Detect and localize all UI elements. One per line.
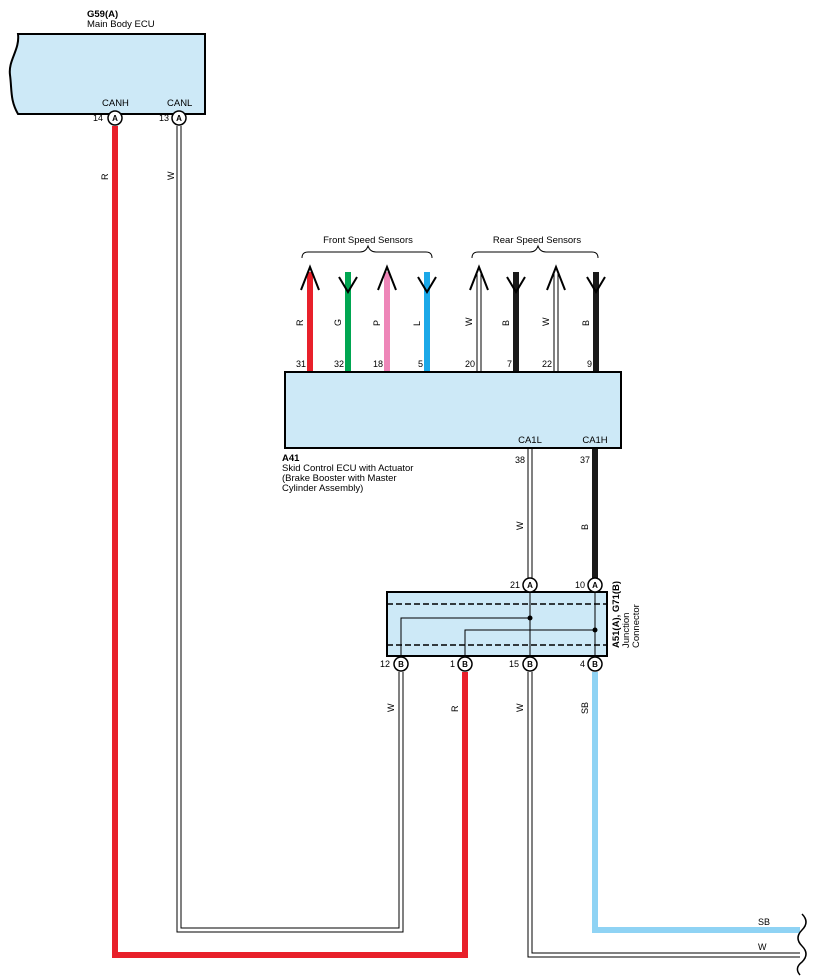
sensor-pin-number: 7 bbox=[507, 359, 512, 369]
sensor-wire-rr-minus: B9RR− bbox=[581, 272, 606, 387]
skid-control-ecu: A41 Skid Control ECU with Actuator (Brak… bbox=[282, 371, 622, 494]
sensor-wire-code: P bbox=[372, 320, 382, 326]
sensor-wire-fl-minus: G32FL− bbox=[333, 272, 358, 387]
wire-ca1l: W bbox=[515, 449, 533, 578]
continuation-break bbox=[796, 913, 807, 976]
sensor-pin-number: 22 bbox=[542, 359, 552, 369]
main-body-ecu-code: G59(A) bbox=[87, 9, 118, 20]
sensor-pin-number: 32 bbox=[334, 359, 344, 369]
svg-text:1: 1 bbox=[450, 659, 455, 669]
wire-code-out-w: W bbox=[758, 942, 767, 952]
junction-name-1: Junction bbox=[621, 613, 632, 648]
wire-ca1h: B bbox=[580, 449, 598, 578]
pin-name-canh: CANH bbox=[102, 98, 129, 109]
junction-pin-4: 4 B bbox=[580, 656, 603, 672]
sensor-pin-number: 9 bbox=[587, 359, 592, 369]
svg-text:4: 4 bbox=[580, 659, 585, 669]
rear-sensor-brace: Rear Speed Sensors bbox=[471, 235, 599, 259]
svg-text:15: 15 bbox=[509, 659, 519, 669]
sensor-wire-code: W bbox=[464, 317, 474, 326]
svg-text:13: 13 bbox=[159, 113, 169, 123]
junction-pin-1: 1 B bbox=[450, 656, 473, 672]
main-body-ecu: G59(A) Main Body ECU CANH CANL bbox=[8, 9, 206, 115]
wire-code-canh: R bbox=[100, 173, 110, 180]
main-body-ecu-name: Main Body ECU bbox=[87, 19, 155, 30]
svg-text:B: B bbox=[398, 660, 404, 669]
front-sensor-brace: Front Speed Sensors bbox=[301, 235, 433, 259]
junction-pin-21: 21 A bbox=[510, 577, 538, 593]
svg-text:A: A bbox=[112, 114, 118, 123]
wire-code-j12: W bbox=[386, 703, 396, 712]
sensor-wire-code: G bbox=[333, 319, 343, 326]
rear-sensor-label: Rear Speed Sensors bbox=[493, 235, 581, 246]
pin-name-canl: CANL bbox=[167, 98, 192, 109]
sensor-pin-number: 18 bbox=[373, 359, 383, 369]
sensor-wire-code: L bbox=[412, 321, 422, 326]
junction-pin-10: 10 A bbox=[575, 577, 603, 593]
wire-j15: W W bbox=[515, 672, 800, 958]
wire-canl: W W bbox=[166, 126, 404, 933]
wire-code-out-sb: SB bbox=[758, 917, 770, 927]
svg-text:A: A bbox=[176, 114, 182, 123]
sensor-wire-code: B bbox=[581, 320, 591, 326]
wire-code-canl: W bbox=[166, 171, 176, 180]
sensor-wire-code: B bbox=[501, 320, 511, 326]
wire-code-ca1h: B bbox=[580, 524, 590, 530]
junction-name-2: Connector bbox=[631, 604, 642, 648]
sensor-wire-fr-plus: P18FR+ bbox=[372, 264, 397, 387]
skid-ecu-name-2: (Brake Booster with Master bbox=[282, 473, 397, 484]
junction-pin-15: 15 B bbox=[509, 656, 538, 672]
pin-name-ca1h: CA1H bbox=[582, 435, 607, 446]
svg-text:14: 14 bbox=[93, 113, 103, 123]
skid-ecu-name-1: Skid Control ECU with Actuator bbox=[282, 463, 413, 474]
front-sensor-label: Front Speed Sensors bbox=[323, 235, 413, 246]
wire-j4: SB SB bbox=[580, 672, 800, 933]
skid-ecu-name-3: Cylinder Assembly) bbox=[282, 483, 363, 494]
svg-text:B: B bbox=[462, 660, 468, 669]
sensor-wire-fl-plus: R31FL+ bbox=[295, 264, 320, 387]
main-ecu-pin-14: 14 A bbox=[93, 110, 123, 126]
svg-text:B: B bbox=[527, 660, 533, 669]
pin-num-37: 37 bbox=[580, 455, 590, 465]
svg-text:12: 12 bbox=[380, 659, 390, 669]
wire-code-ca1l: W bbox=[515, 521, 525, 530]
wire-code-j1: R bbox=[450, 705, 460, 712]
junction-connector: A51(A), G71(B) Junction Connector bbox=[386, 581, 642, 657]
pin-num-38: 38 bbox=[515, 455, 525, 465]
sensor-wire-fr-minus: L5FR− bbox=[412, 272, 437, 387]
sensor-pin-number: 31 bbox=[296, 359, 306, 369]
main-ecu-pin-13: 13 A bbox=[159, 110, 187, 126]
junction-box bbox=[386, 591, 608, 657]
sensor-pin-number: 20 bbox=[465, 359, 475, 369]
junction-code: A51(A), G71(B) bbox=[611, 581, 622, 648]
wire-code-j4: SB bbox=[580, 702, 590, 714]
svg-text:21: 21 bbox=[510, 580, 520, 590]
pin-name-ca1l: CA1L bbox=[518, 435, 542, 446]
skid-ecu-code: A41 bbox=[282, 453, 300, 464]
sensor-wire-code: R bbox=[295, 319, 305, 326]
wire-canh: R R bbox=[100, 126, 468, 958]
svg-text:A: A bbox=[592, 581, 598, 590]
svg-text:10: 10 bbox=[575, 580, 585, 590]
svg-text:B: B bbox=[592, 660, 598, 669]
junction-pin-12: 12 B bbox=[380, 656, 409, 672]
svg-text:A: A bbox=[527, 581, 533, 590]
sensor-wires: R31FL+G32FL−P18FR+L5FR−W20RL+B7RL−W22RR+… bbox=[295, 264, 606, 387]
main-body-ecu-box bbox=[8, 33, 206, 115]
sensor-wire-rr-plus: W22RR+ bbox=[541, 264, 566, 387]
wire-code-j15: W bbox=[515, 703, 525, 712]
sensor-pin-number: 5 bbox=[418, 359, 423, 369]
sensor-wire-rl-minus: B7RL− bbox=[501, 272, 526, 387]
skid-ecu-box bbox=[284, 371, 622, 449]
sensor-wire-rl-plus: W20RL+ bbox=[464, 264, 489, 387]
sensor-wire-code: W bbox=[541, 317, 551, 326]
